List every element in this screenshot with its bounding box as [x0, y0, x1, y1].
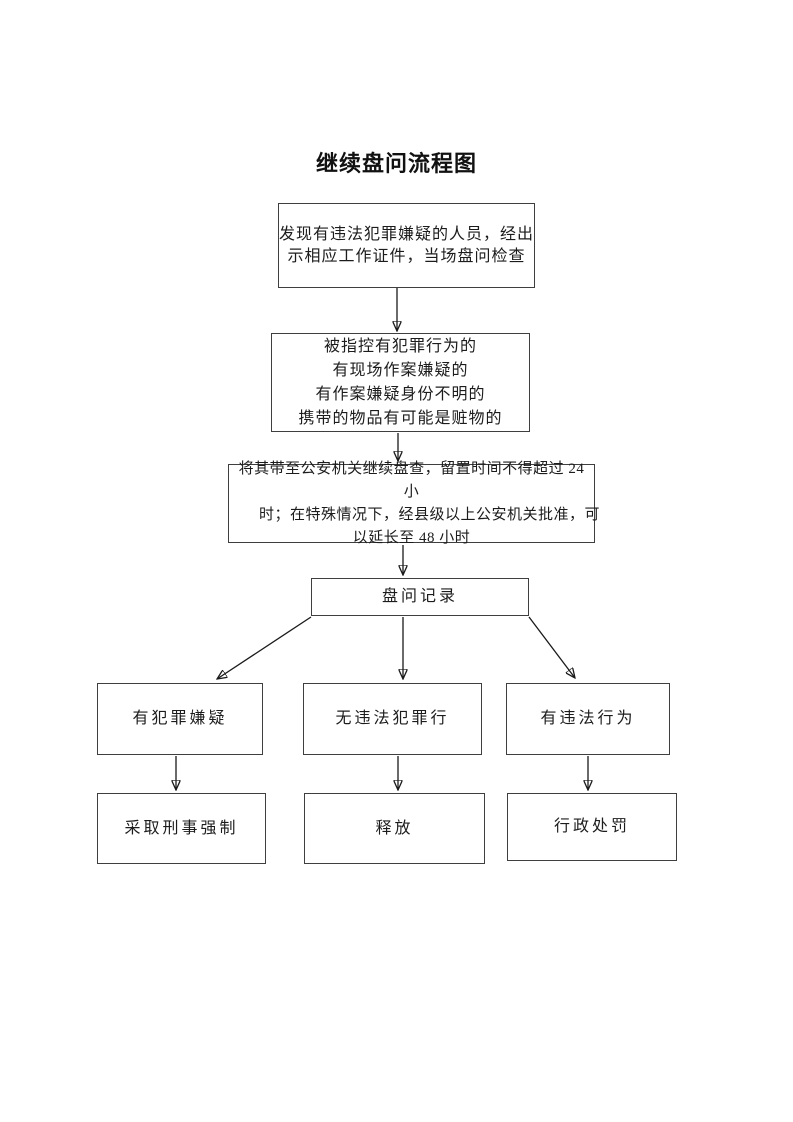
flow-box-text-line: 时；在特殊情况下，经县级以上公安机关批准，可	[258, 506, 600, 523]
flow-box-text-line: 有作案嫌疑身份不明的	[315, 385, 486, 403]
flow-box-continued-detention: 将其带至公安机关继续盘查，留置时间不得超过 24 小 时；在特殊情况下，经县级以…	[228, 461, 600, 546]
arrow-record-to-criminal-suspicion	[217, 616, 312, 679]
flow-box-text-line: 示相应工作证件，当场盘问检查	[287, 247, 526, 265]
flow-box-suspicion-conditions: 被指控有犯罪行为的 有现场作案嫌疑的 有作案嫌疑身份不明的 携带的物品有可能是赃…	[271, 333, 530, 432]
flow-box-release: 释放	[304, 793, 485, 864]
flow-box-no-violation: 无违法犯罪行	[303, 683, 482, 755]
flow-box-text-line: 有犯罪嫌疑	[132, 710, 228, 727]
flow-box-interrogation-record: 盘问记录	[311, 578, 529, 616]
flow-box-text-line: 以延长至 48 小时	[352, 529, 471, 546]
flow-box-initial-check: 发现有违法犯罪嫌疑的人员，经出 示相应工作证件，当场盘问检查	[278, 203, 535, 288]
flow-box-text-line: 将其带至公安机关继续盘查，留置时间不得超过 24 小	[238, 460, 585, 500]
flow-box-text-line: 采取刑事强制	[124, 819, 239, 837]
flow-box-illegal-act: 有违法行为	[506, 683, 670, 755]
arrow-record-to-illegal-act	[528, 616, 575, 678]
flow-box-text-line: 无违法犯罪行	[335, 710, 450, 727]
flow-box-text-line: 释放	[375, 819, 414, 837]
flow-box-text-line: 盘问记录	[381, 588, 458, 605]
flow-box-text-line: 行政处罚	[553, 818, 630, 835]
flow-box-text-line: 携带的物品有可能是赃物的	[298, 409, 503, 427]
flow-box-text-line: 被指控有犯罪行为的	[323, 337, 477, 355]
flow-box-text-line: 有违法行为	[540, 710, 636, 727]
flow-box-admin-penalty: 行政处罚	[507, 793, 677, 861]
page-title: 继续盘问流程图	[315, 151, 477, 176]
flow-box-text-line: 有现场作案嫌疑的	[332, 361, 469, 379]
flow-box-text-line: 发现有违法犯罪嫌疑的人员，经出	[279, 225, 535, 243]
flow-box-criminal-coercion: 采取刑事强制	[97, 793, 266, 864]
flow-box-criminal-suspicion: 有犯罪嫌疑	[97, 683, 263, 755]
